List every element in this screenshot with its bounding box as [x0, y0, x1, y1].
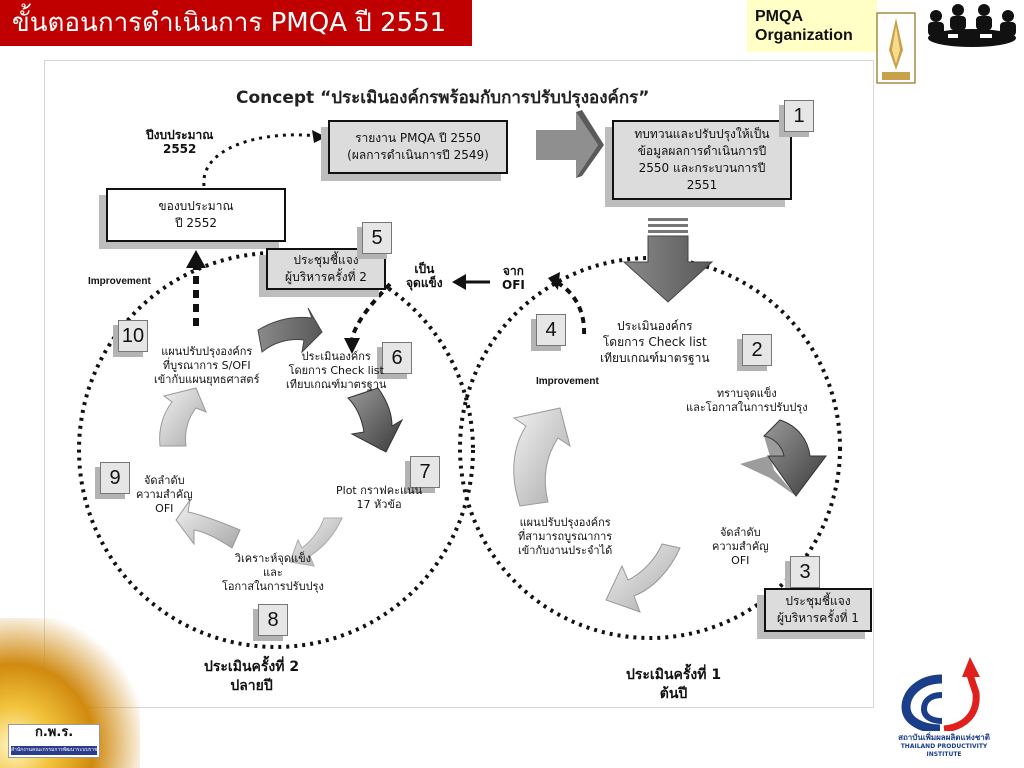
budget-request-line1: ของบประมาณ: [158, 199, 234, 213]
left-plan-label: แผนปรับปรุงองค์กร ที่บูรณาการ S/OFI เข้า…: [154, 345, 260, 387]
right-prio-line3: OFI: [731, 554, 750, 567]
improvement-left-label: Improvement: [88, 276, 151, 287]
step-number-9: 9: [100, 462, 130, 494]
left-prio-line1: จัดลำดับ: [143, 474, 185, 487]
right-prio-line1: จัดลำดับ: [719, 526, 761, 539]
left-plan-line2: ที่บูรณาการ S/OFI: [162, 359, 251, 372]
right-caption-line2: ต้นปี: [659, 686, 688, 702]
kpr-logo-subtext: สำนักงานคณะกรรมการพัฒนาระบบราชการ: [11, 746, 97, 755]
meeting2-line2: ผู้บริหารครั้งที่ 2: [285, 270, 367, 284]
from-ofi-line2: OFI: [502, 278, 525, 292]
to-strength-line1: เป็น: [414, 262, 435, 276]
org-label-line2: Organization: [755, 27, 853, 44]
left-assess-line1: ประเมินองค์กร: [301, 350, 371, 363]
budget-year-label: ปีงบประมาณ 2552: [146, 128, 213, 156]
meeting-people-icon: [920, 0, 1024, 54]
kpr-logo-text: ก.พ.ร.: [35, 725, 74, 740]
from-ofi-line1: จาก: [502, 264, 524, 278]
budget-year-line1: ปีงบประมาณ: [146, 128, 214, 142]
step1-line3: 2550 และกระบวนการปี: [638, 161, 766, 175]
analyze-label: วิเคราะห์จุดแข็ง และ โอกาสในการปรับปรุง: [222, 552, 324, 594]
to-strength-line2: จุดแข็ง: [406, 276, 443, 290]
meeting1-box: ประชุมชี้แจง ผู้บริหารครั้งที่ 1: [764, 588, 872, 632]
to-strength-label: เป็น จุดแข็ง: [406, 262, 443, 290]
left-prio-line2: ความสำคัญ: [136, 488, 193, 501]
left-assess-line3: เทียบเกณฑ์มาตรฐาน: [286, 378, 387, 391]
right-plan-line2: ที่สามารถบูรณาการ: [518, 530, 613, 543]
step-number-8: 8: [258, 604, 288, 636]
meeting2-box: ประชุมชี้แจง ผู้บริหารครั้งที่ 2: [266, 248, 386, 290]
right-prio-label: จัดลำดับ ความสำคัญ OFI: [712, 526, 769, 568]
report-line1: รายงาน PMQA ปี 2550: [355, 131, 481, 145]
step1-line1: ทบทวนและปรับปรุงให้เป็น: [634, 127, 770, 141]
step-number-7: 7: [410, 456, 440, 488]
left-caption-line2: ปลายปี: [230, 678, 273, 694]
step1-line2: ข้อมูลผลการดำเนินการปี: [637, 144, 767, 158]
plot-line1: Plot กราฟคะแนน: [336, 484, 423, 497]
improvement-right-label: Improvement: [536, 376, 599, 387]
know-line1: ทราบจุดแข็ง: [716, 387, 777, 400]
analyze-line1: วิเคราะห์จุดแข็ง: [234, 552, 311, 565]
step-number-6: 6: [382, 342, 412, 374]
step1-box: ทบทวนและปรับปรุงให้เป็น ข้อมูลผลการดำเนิ…: [612, 120, 792, 200]
right-assess-line1: ประเมินองค์กร: [617, 319, 693, 333]
pmqa-emblem-icon: [876, 12, 916, 84]
step-number-1: 1: [784, 100, 814, 132]
step-number-2: 2: [742, 334, 772, 366]
right-plan-line3: เข้ากับงานประจำได้: [518, 544, 613, 557]
right-prio-line2: ความสำคัญ: [712, 540, 769, 553]
know-label: ทราบจุดแข็ง และโอกาสในการปรับปรุง: [686, 387, 808, 415]
tpi-logo-text: สถาบันเพิ่มผลผลิตแห่งชาติ THAILAND PRODU…: [888, 733, 1000, 759]
right-plan-label: แผนปรับปรุงองค์กร ที่สามารถบูรณาการ เข้า…: [518, 516, 612, 558]
know-line2: และโอกาสในการปรับปรุง: [686, 401, 808, 414]
left-assess-line2: โดยการ Check list: [288, 364, 384, 377]
analyze-line2: และ: [263, 566, 283, 579]
org-label-line1: PMQA: [755, 8, 803, 25]
left-caption: ประเมินครั้งที่ 2 ปลายปี: [204, 658, 299, 696]
left-plan-line3: เข้ากับแผนยุทธศาสตร์: [154, 373, 260, 386]
plot-label: Plot กราฟคะแนน 17 หัวข้อ: [336, 484, 422, 512]
org-label-box: PMQA Organization: [747, 0, 877, 52]
left-prio-label: จัดลำดับ ความสำคัญ OFI: [136, 474, 193, 516]
budget-request-box: ของบประมาณ ปี 2552: [106, 188, 286, 242]
right-plan-line1: แผนปรับปรุงองค์กร: [519, 516, 611, 529]
step-number-5: 5: [362, 222, 392, 254]
tpi-line2: THAILAND PRODUCTIVITY INSTITUTE: [900, 743, 988, 758]
tpi-logo-icon: [901, 657, 980, 731]
right-caption-line1: ประเมินครั้งที่ 1: [626, 667, 722, 683]
right-assess-line2: โดยการ Check list: [602, 335, 707, 349]
left-prio-line3: OFI: [155, 502, 174, 515]
left-caption-line1: ประเมินครั้งที่ 2: [204, 659, 300, 675]
step1-line4: 2551: [686, 178, 718, 192]
left-assess-label: ประเมินองค์กร โดยการ Check list เทียบเกณ…: [286, 350, 386, 392]
left-plan-line1: แผนปรับปรุงองค์กร: [161, 345, 253, 358]
step-number-4: 4: [536, 314, 566, 346]
from-ofi-label: จาก OFI: [502, 264, 525, 292]
meeting1-line1: ประชุมชี้แจง: [785, 594, 851, 608]
tpi-line1: สถาบันเพิ่มผลผลิตแห่งชาติ: [898, 733, 990, 742]
step-number-10: 10: [118, 320, 148, 352]
budget-year-line2: 2552: [162, 142, 197, 156]
meeting1-line2: ผู้บริหารครั้งที่ 1: [777, 611, 859, 625]
right-assess-label: ประเมินองค์กร โดยการ Check list เทียบเกณ…: [600, 318, 710, 366]
right-caption: ประเมินครั้งที่ 1 ต้นปี: [626, 666, 721, 704]
step-number-3: 3: [790, 556, 820, 588]
right-assess-line3: เทียบเกณฑ์มาตรฐาน: [600, 351, 710, 365]
meeting2-line1: ประชุมชี้แจง: [293, 253, 359, 267]
report-box: รายงาน PMQA ปี 2550 (ผลการดำเนินการปี 25…: [328, 120, 508, 174]
budget-request-line2: ปี 2552: [175, 216, 217, 230]
plot-line2: 17 หัวข้อ: [356, 498, 402, 511]
page-title: ขั้นตอนการดำเนินการ PMQA ปี 2551: [0, 0, 472, 46]
report-line2: (ผลการดำเนินการปี 2549): [347, 148, 489, 162]
concept-title: Concept “ประเมินองค์กรพร้อมกับการปรับปรุ…: [236, 88, 650, 108]
analyze-line3: โอกาสในการปรับปรุง: [222, 580, 324, 593]
kpr-logo: ก.พ.ร. สำนักงานคณะกรรมการพัฒนาระบบราชการ: [8, 724, 100, 758]
